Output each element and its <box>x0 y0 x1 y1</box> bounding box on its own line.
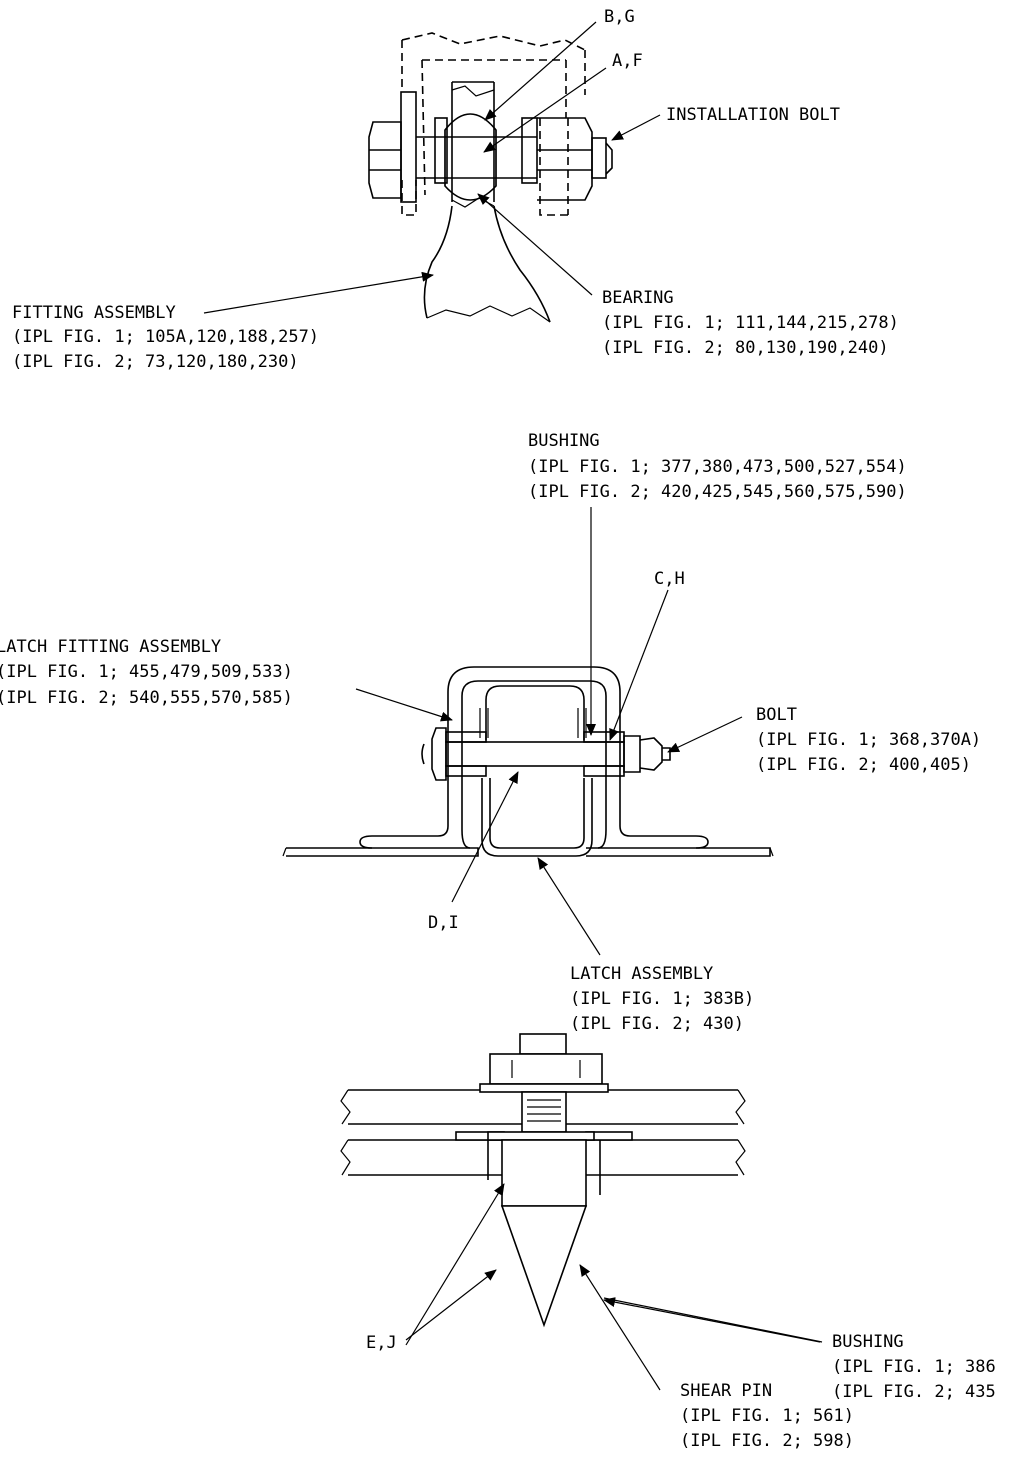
callout-d-i: D,I <box>428 913 459 933</box>
bolt-fig2: (IPL FIG. 2; 400,405) <box>756 755 971 775</box>
bushing-label: BUSHING <box>528 431 600 451</box>
latch-assembly-label: LATCH ASSEMBLY <box>570 964 713 984</box>
fitting-assembly-fig2: (IPL FIG. 2; 73,120,180,230) <box>12 352 299 372</box>
bottom-view-drawing <box>340 1033 746 1328</box>
top-view-drawing <box>368 32 613 323</box>
fitting-assembly-label: FITTING ASSEMBLY <box>12 303 176 323</box>
callout-e-j: E,J <box>366 1333 397 1353</box>
callout-b-g: B,G <box>604 7 635 27</box>
shear-pin-label: SHEAR PIN <box>680 1381 772 1401</box>
latch-fitting-assembly-fig2: (IPL FIG. 2; 540,555,570,585) <box>0 688 293 708</box>
callout-a-f: A,F <box>612 51 643 71</box>
installation-bolt-label: INSTALLATION BOLT <box>666 105 840 125</box>
bushing-fig2: (IPL FIG. 2; 420,425,545,560,575,590) <box>528 482 907 502</box>
shear-pin-fig1: (IPL FIG. 1; 561) <box>680 1406 854 1426</box>
bolt-label: BOLT <box>756 705 797 725</box>
bearing-fig2: (IPL FIG. 2; 80,130,190,240) <box>602 338 889 358</box>
shear-pin-fig2: (IPL FIG. 2; 598) <box>680 1431 854 1451</box>
bushing-bottom-fig2: (IPL FIG. 2; 435 <box>832 1382 996 1402</box>
middle-view-drawing <box>282 666 774 857</box>
bearing-label: BEARING <box>602 288 674 308</box>
latch-assembly-fig2: (IPL FIG. 2; 430) <box>570 1014 744 1034</box>
latch-fitting-assembly-fig1: (IPL FIG. 1; 455,479,509,533) <box>0 662 293 682</box>
bushing-bottom-fig1: (IPL FIG. 1; 386 <box>832 1357 996 1377</box>
bushing-fig1: (IPL FIG. 1; 377,380,473,500,527,554) <box>528 457 907 477</box>
bearing-fig1: (IPL FIG. 1; 111,144,215,278) <box>602 313 899 333</box>
latch-assembly-fig1: (IPL FIG. 1; 383B) <box>570 989 754 1009</box>
callout-c-h: C,H <box>654 569 685 589</box>
bushing-bottom-label: BUSHING <box>832 1332 904 1352</box>
latch-fitting-assembly-label: LATCH FITTING ASSEMBLY <box>0 637 221 657</box>
fitting-assembly-fig1: (IPL FIG. 1; 105A,120,188,257) <box>12 327 319 347</box>
bolt-fig1: (IPL FIG. 1; 368,370A) <box>756 730 981 750</box>
